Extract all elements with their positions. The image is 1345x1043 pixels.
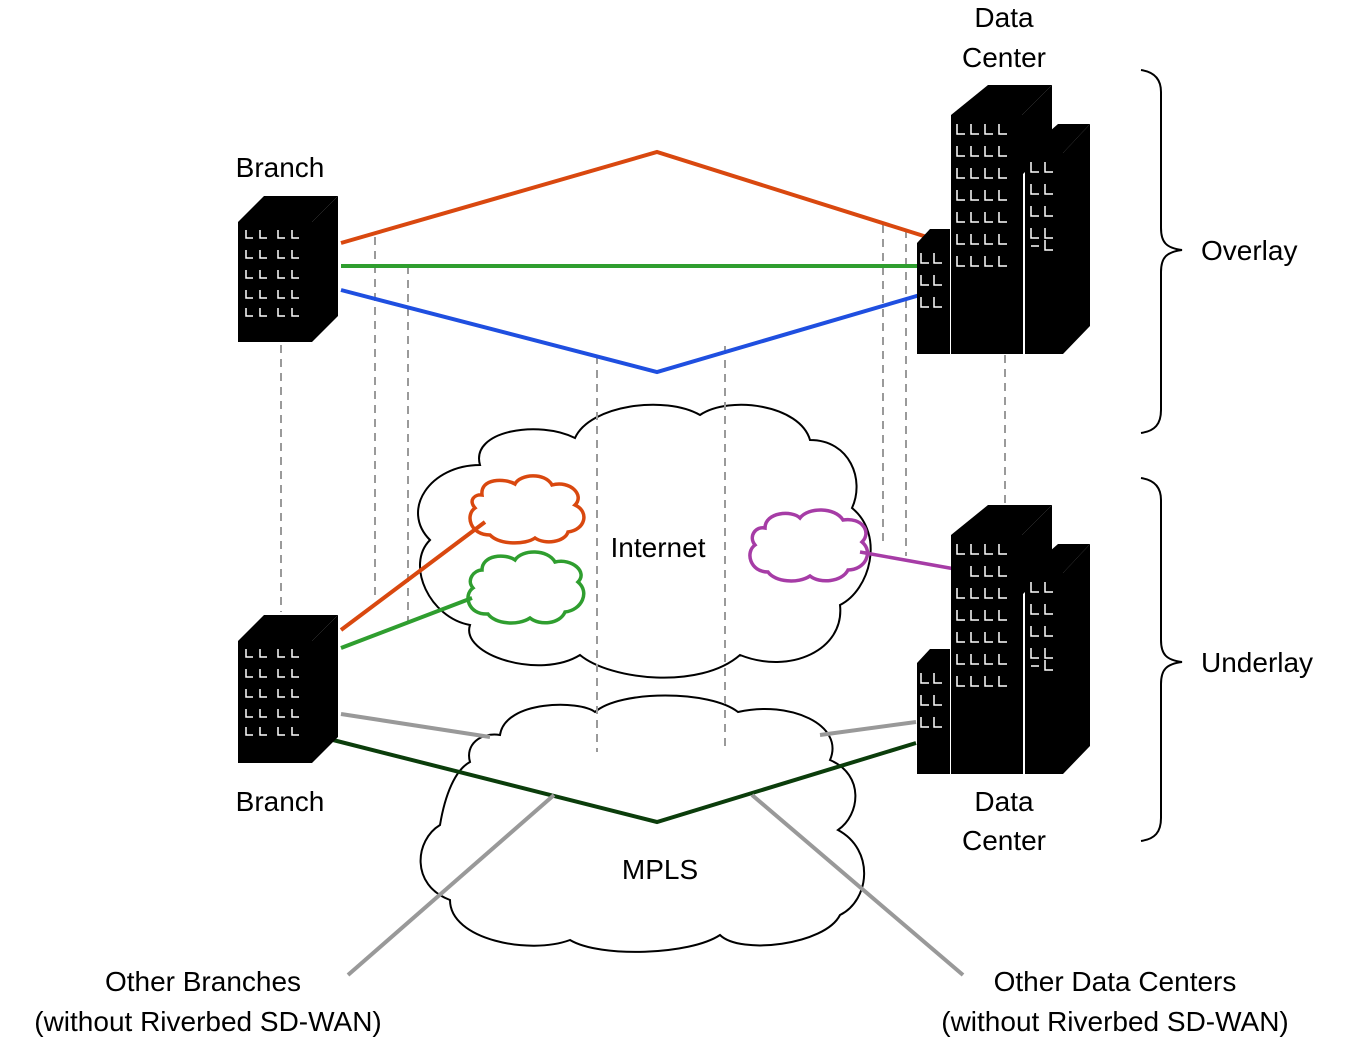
- overlay-tunnel-blue: [340, 288, 921, 375]
- other-branches-label-line2: (without Riverbed SD-WAN): [34, 1006, 381, 1037]
- branch-bottom-label: Branch: [236, 786, 325, 817]
- overlay-label: Overlay: [1201, 235, 1297, 266]
- mpls-label: MPLS: [622, 854, 698, 885]
- isp-cloud-purple: [748, 508, 870, 583]
- other-datacenters-label-line2: (without Riverbed SD-WAN): [941, 1006, 1288, 1037]
- underlay-link-orange: [339, 520, 487, 632]
- isp-cloud-orange: [468, 474, 586, 545]
- underlay-brace: [1140, 477, 1183, 842]
- datacenter-top-label-line1: Data: [974, 2, 1034, 33]
- other-branches-link: [346, 793, 556, 977]
- mpls-path-dark-green: [332, 738, 917, 825]
- overlay-tunnel-orange: [340, 149, 928, 245]
- mpls-cloud: [419, 694, 866, 953]
- mpls-link-gray-right: [819, 720, 917, 737]
- other-datacenters-link: [750, 793, 965, 977]
- internet-label: Internet: [611, 532, 706, 563]
- datacenter-bottom-label-line2: Center: [962, 825, 1046, 856]
- isp-cloud-green: [466, 550, 586, 625]
- underlay-link-green: [340, 596, 473, 650]
- other-datacenters-label-line1: Other Data Centers: [994, 966, 1237, 997]
- underlay-link-purple: [859, 550, 967, 582]
- branch-top-label: Branch: [236, 152, 325, 183]
- overlay-brace: [1140, 69, 1183, 434]
- datacenter-bottom-label-line1: Data: [974, 786, 1034, 817]
- branch-building-bottom: [238, 615, 338, 763]
- other-branches-label-line1: Other Branches: [105, 966, 301, 997]
- branch-building-top: [238, 196, 338, 342]
- mpls-link-gray-left: [340, 712, 491, 739]
- datacenter-top-label-line2: Center: [962, 42, 1046, 73]
- datacenter-building-top: [917, 85, 1090, 354]
- underlay-label: Underlay: [1201, 647, 1313, 678]
- datacenter-building-bottom: [917, 505, 1090, 774]
